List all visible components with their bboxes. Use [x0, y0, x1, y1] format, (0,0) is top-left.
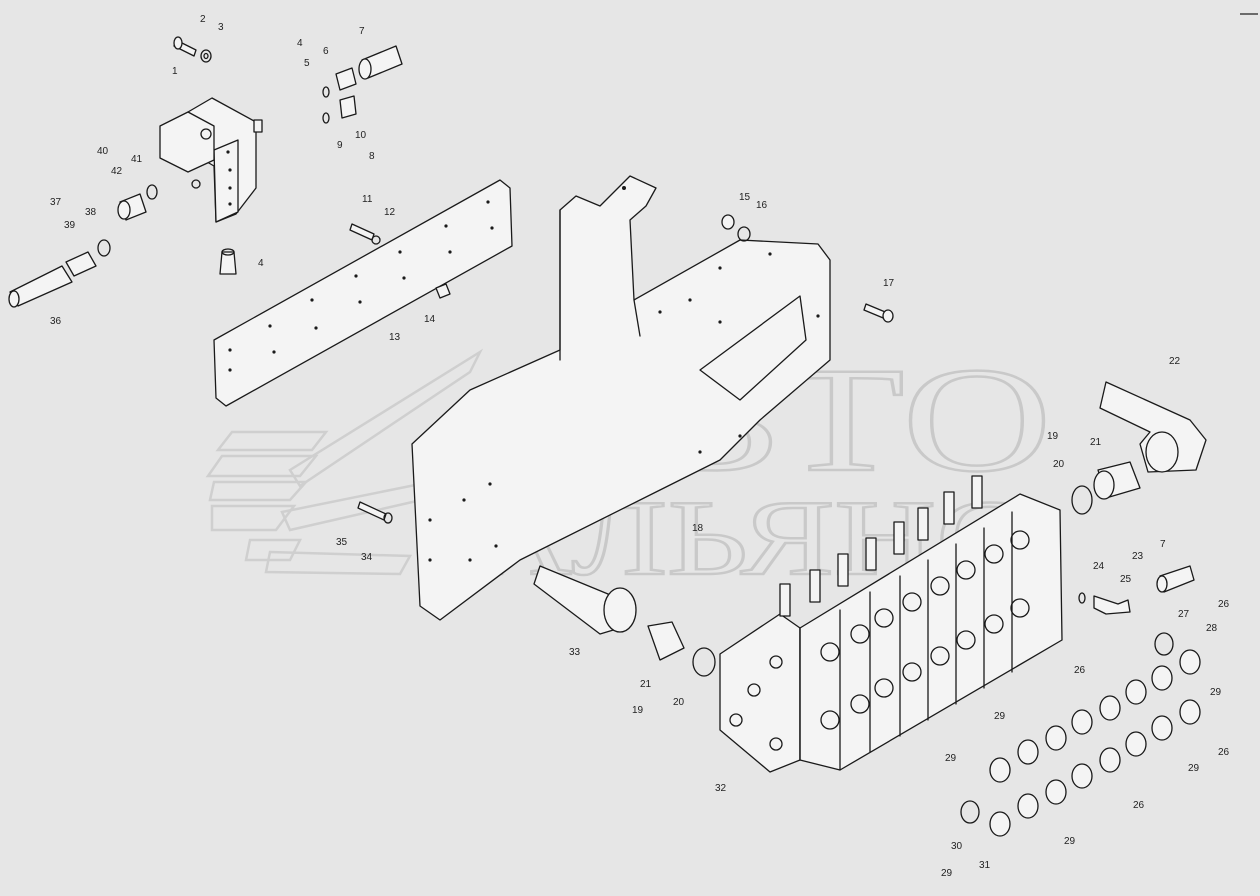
- bolt-part-35: [357, 501, 393, 524]
- callout-27: 27: [1178, 609, 1190, 620]
- callout-3: 3: [218, 22, 224, 33]
- callout-26: 26: [1074, 665, 1086, 676]
- callout-10: 10: [355, 130, 367, 141]
- callout-18: 18: [692, 523, 704, 534]
- adapter-part-7: [358, 45, 403, 80]
- callout-34: 34: [361, 552, 373, 563]
- callout-35: 35: [336, 537, 348, 548]
- callout-22: 22: [1169, 356, 1181, 367]
- callout-37: 37: [50, 197, 62, 208]
- fitting-part-5: [322, 67, 357, 98]
- callout-39: 39: [64, 220, 76, 231]
- callout-23: 23: [1132, 551, 1144, 562]
- callout-7: 7: [1160, 539, 1166, 550]
- callout-labels: 2 3 1 4 6 7 5 10 9 8 40 41 42 37 38 39 4…: [50, 14, 1230, 879]
- bolt-part-11: [349, 223, 381, 245]
- callout-9: 9: [337, 140, 343, 151]
- callout-16: 16: [756, 200, 768, 211]
- callout-32: 32: [715, 783, 727, 794]
- callout-19: 19: [632, 705, 644, 716]
- callout-4: 4: [258, 258, 264, 269]
- callout-4: 4: [297, 38, 303, 49]
- callout-42: 42: [111, 166, 123, 177]
- main-bracket-part-18: [411, 175, 831, 621]
- callout-38: 38: [85, 207, 97, 218]
- callout-28: 28: [1206, 623, 1218, 634]
- callout-36: 36: [50, 316, 62, 327]
- bolt-part-17: [863, 303, 894, 323]
- callout-21: 21: [640, 679, 652, 690]
- pipe-part-36: [8, 239, 111, 308]
- callout-11: 11: [362, 194, 373, 205]
- callout-29: 29: [945, 753, 957, 764]
- fitting-part-21: [1071, 461, 1141, 515]
- callout-20: 20: [673, 697, 685, 708]
- nut-part-14: [435, 283, 451, 299]
- callout-5: 5: [304, 58, 310, 69]
- nut-part-15: [721, 214, 751, 242]
- hose-part-22: [1099, 381, 1207, 473]
- callout-25: 25: [1120, 574, 1132, 585]
- callout-41: 41: [131, 154, 143, 165]
- callout-26: 26: [1133, 800, 1145, 811]
- callout-29: 29: [1188, 763, 1200, 774]
- control-valve-part-32: [719, 475, 1063, 773]
- callout-19: 19: [1047, 431, 1059, 442]
- pilot-valve-bracket: [159, 97, 263, 223]
- callout-24: 24: [1093, 561, 1105, 572]
- callout-21: 21: [1090, 437, 1102, 448]
- callout-7: 7: [359, 26, 365, 37]
- callout-30: 30: [951, 841, 963, 852]
- elbow-part-25: [1078, 592, 1131, 615]
- callout-31: 31: [979, 860, 991, 871]
- callout-2: 2: [200, 14, 206, 25]
- callout-26: 26: [1218, 599, 1230, 610]
- callout-13: 13: [389, 332, 401, 343]
- callout-29: 29: [941, 868, 953, 879]
- mounting-plate-part-13: [213, 179, 513, 407]
- callout-29: 29: [1064, 836, 1076, 847]
- callout-14: 14: [424, 314, 436, 325]
- pipe-part-33: [533, 565, 716, 677]
- callout-15: 15: [739, 192, 751, 203]
- callout-33: 33: [569, 647, 581, 658]
- callout-26: 26: [1218, 747, 1230, 758]
- callout-29: 29: [1210, 687, 1222, 698]
- fitting-part-4: [219, 248, 237, 275]
- callout-12: 12: [384, 207, 396, 218]
- fitting-part-23: [1156, 565, 1195, 593]
- callout-20: 20: [1053, 459, 1065, 470]
- callout-17: 17: [883, 278, 895, 289]
- plug-set-part-29: [960, 632, 1201, 837]
- callout-8: 8: [369, 151, 375, 162]
- washer-part-3: [200, 49, 212, 63]
- bolt-part-1: [173, 36, 197, 57]
- callout-40: 40: [97, 146, 109, 157]
- callout-6: 6: [323, 46, 329, 57]
- callout-29: 29: [994, 711, 1006, 722]
- fitting-part-10: [322, 95, 357, 124]
- cap-part-41: [117, 184, 158, 221]
- callout-1: 1: [172, 66, 178, 77]
